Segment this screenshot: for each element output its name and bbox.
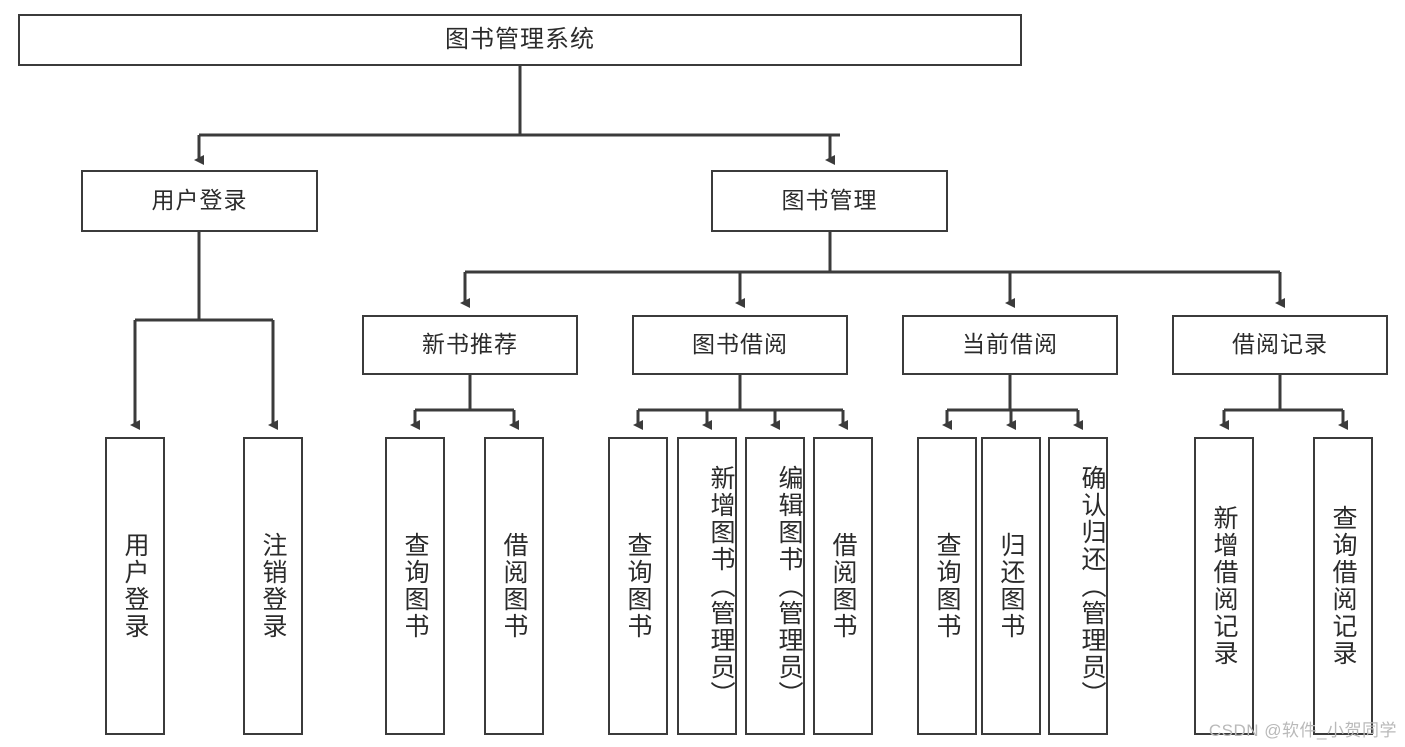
node-label: 用户登录 — [121, 532, 149, 640]
node-borrow-record[interactable]: 借阅记录 — [1172, 315, 1388, 375]
node-label: 借阅记录 — [1232, 331, 1328, 358]
node-label: 图书借阅 — [692, 331, 788, 358]
node-label: 新增借阅记录 — [1210, 505, 1238, 667]
node-label: 借阅图书 — [500, 532, 528, 640]
leaf-user-login-logout[interactable]: 注销登录 — [243, 437, 303, 735]
watermark: CSDN @软件_小贺同学 — [1208, 721, 1397, 740]
node-user-login[interactable]: 用户登录 — [81, 170, 318, 232]
leaf-borrow-record-add[interactable]: 新增借阅记录 — [1194, 437, 1254, 735]
node-book-management[interactable]: 图书管理 — [711, 170, 948, 232]
leaf-current-borrow-confirm-return[interactable]: 确认归还（管理员） — [1048, 437, 1108, 735]
leaf-book-borrow-query[interactable]: 查询图书 — [608, 437, 668, 735]
leaf-user-login-login[interactable]: 用户登录 — [105, 437, 165, 735]
node-new-book-recommend[interactable]: 新书推荐 — [362, 315, 578, 375]
leaf-book-borrow-borrow[interactable]: 借阅图书 — [813, 437, 873, 735]
leaf-book-borrow-edit[interactable]: 编辑图书（管理员） — [745, 437, 805, 735]
leaf-new-book-query[interactable]: 查询图书 — [385, 437, 445, 735]
node-root-system[interactable]: 图书管理系统 — [18, 14, 1022, 66]
node-label: 确认归还（管理员） — [1078, 464, 1106, 708]
node-current-borrow[interactable]: 当前借阅 — [902, 315, 1118, 375]
node-label: 查询图书 — [624, 532, 652, 640]
leaf-borrow-record-query[interactable]: 查询借阅记录 — [1313, 437, 1373, 735]
leaf-book-borrow-add[interactable]: 新增图书（管理员） — [677, 437, 737, 735]
node-label: 查询图书 — [401, 532, 429, 640]
node-label: 查询借阅记录 — [1329, 505, 1357, 667]
node-label: 用户登录 — [151, 187, 248, 214]
leaf-current-borrow-return[interactable]: 归还图书 — [981, 437, 1041, 735]
node-label: 图书管理 — [781, 187, 878, 214]
node-label: 新书推荐 — [422, 331, 518, 358]
leaf-new-book-borrow[interactable]: 借阅图书 — [484, 437, 544, 735]
node-label: 归还图书 — [997, 532, 1025, 640]
leaf-current-borrow-query[interactable]: 查询图书 — [917, 437, 977, 735]
node-label: 查询图书 — [933, 532, 961, 640]
node-label: 注销登录 — [259, 532, 287, 640]
node-label: 借阅图书 — [829, 532, 857, 640]
node-label: 当前借阅 — [962, 331, 1058, 358]
node-label: 图书管理系统 — [445, 25, 595, 53]
node-label: 新增图书（管理员） — [707, 464, 735, 708]
node-label: 编辑图书（管理员） — [775, 464, 803, 708]
node-book-borrow[interactable]: 图书借阅 — [632, 315, 848, 375]
